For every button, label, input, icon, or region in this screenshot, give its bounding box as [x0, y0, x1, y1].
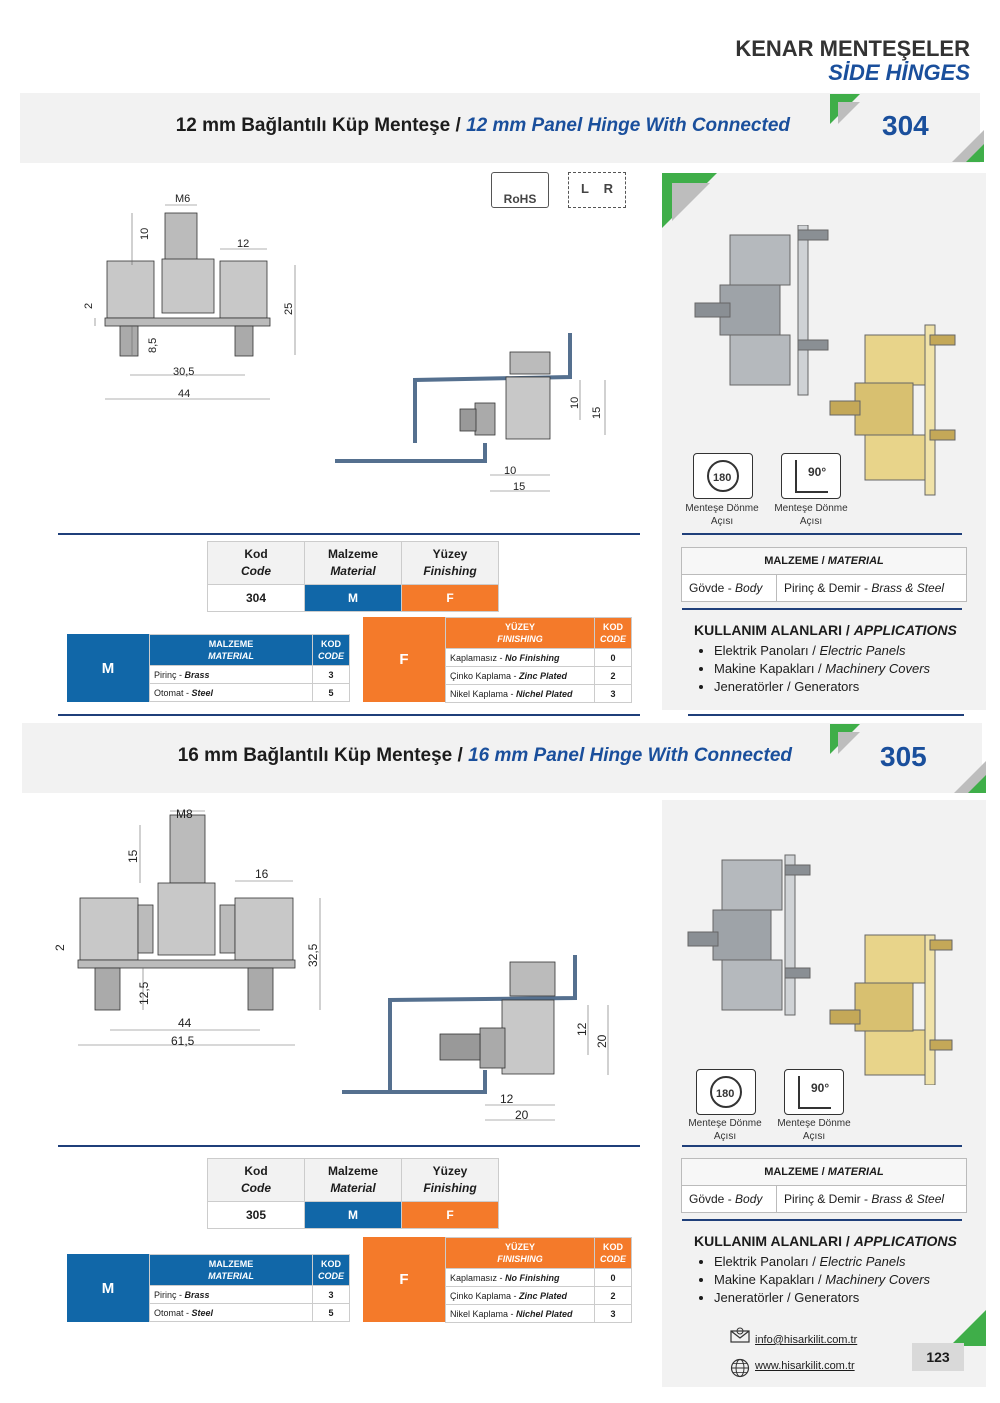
dim-label: 12,5 — [137, 981, 151, 1005]
icon-caption: Menteşe Dönme Açısı — [688, 1118, 762, 1142]
product-bar-304: 12 mm Bağlantılı Küp Menteşe / 12 mm Pan… — [20, 93, 980, 163]
rotation-180-icon: 180 — [693, 453, 753, 499]
email-link[interactable]: info@hisarkilit.com.tr — [755, 1334, 858, 1346]
dim-label: 12 — [575, 1022, 589, 1036]
application-item: Elektrik Panoları / Electric Panels — [714, 642, 957, 660]
product-bar-305: 16 mm Bağlantılı Küp Menteşe / 16 mm Pan… — [22, 723, 982, 793]
section-title: KENAR MENTEŞELER SİDE HİNGES — [735, 36, 970, 86]
material-table: MALZEME / MATERIAL Gövde - Body Pirinç &… — [681, 1158, 967, 1213]
icon-caption: Menteşe Dönme Açısı — [685, 503, 759, 527]
dim-label: 2 — [83, 303, 95, 309]
finishing-letter: F — [363, 617, 445, 702]
product-photo — [687, 854, 953, 1085]
lr-badge: L R — [568, 172, 626, 208]
green-corner — [966, 144, 984, 162]
divider — [682, 533, 962, 535]
rotation-180-icon: 180 — [696, 1069, 756, 1115]
dim-label: 15 — [591, 407, 603, 419]
dim-label: 2 — [53, 944, 67, 951]
divider — [688, 714, 964, 716]
website-link[interactable]: www.hisarkilit.com.tr — [755, 1360, 855, 1372]
divider — [58, 1145, 640, 1147]
gray-corner — [672, 183, 710, 221]
application-item: Jeneratörler / Generators — [714, 678, 957, 696]
material-letter: M — [67, 1254, 149, 1322]
dim-label: 16 — [255, 867, 269, 881]
dim-label: 25 — [283, 303, 295, 315]
application-item: Makine Kapakları / Machinery Covers — [714, 1271, 957, 1289]
application-item: Jeneratörler / Generators — [714, 1289, 957, 1307]
finishing-letter: F — [363, 1237, 445, 1322]
divider — [682, 1219, 962, 1221]
dim-label: M8 — [176, 807, 193, 821]
section-title-en: SİDE HİNGES — [828, 60, 970, 85]
dim-label: 30,5 — [173, 366, 194, 378]
green-corner — [950, 1310, 986, 1346]
application-item: Elektrik Panoları / Electric Panels — [714, 1253, 957, 1271]
angle-90-icon: 90° — [781, 453, 841, 499]
product-code: 305 — [880, 741, 927, 772]
applications: KULLANIM ALANLARI / APPLICATIONS Elektri… — [694, 622, 957, 696]
technical-drawing-side: 10 15 10 15 — [335, 333, 606, 493]
application-item: Makine Kapakları / Machinery Covers — [714, 660, 957, 678]
dim-label: 10 — [504, 465, 516, 477]
icon-caption: Menteşe Dönme Açısı — [777, 1118, 851, 1142]
page-number: 123 — [912, 1343, 964, 1371]
icon-caption: Menteşe Dönme Açısı — [774, 503, 848, 527]
section-title-tr: KENAR MENTEŞELER — [735, 36, 970, 61]
svg-text:90°: 90° — [811, 1081, 829, 1095]
applications: KULLANIM ALANLARI / APPLICATIONS Elektri… — [694, 1233, 957, 1307]
dim-label: 20 — [515, 1108, 529, 1122]
divider — [58, 714, 640, 716]
svg-text:90°: 90° — [808, 465, 826, 479]
technical-drawing-front: M8 15 16 32,5 2 12,5 44 61,5 — [53, 807, 321, 1048]
material-letter: M — [67, 634, 149, 702]
gray-corner — [838, 732, 860, 754]
divider — [58, 533, 640, 535]
dim-label: 61,5 — [171, 1034, 195, 1048]
angle-90-icon: 90° — [784, 1069, 844, 1115]
dim-label: 12 — [237, 238, 249, 250]
svg-text:180: 180 — [713, 472, 731, 484]
dim-label: 10 — [569, 397, 581, 409]
dim-label: 44 — [178, 1016, 192, 1030]
divider — [682, 608, 962, 610]
product-title: 12 mm Bağlantılı Küp Menteşe / 12 mm Pan… — [175, 115, 790, 136]
dim-label: 32,5 — [306, 943, 320, 967]
dim-label: M6 — [175, 193, 190, 205]
mail-icon — [730, 1327, 750, 1343]
technical-drawing-side: 12 20 12 20 — [342, 955, 609, 1122]
dim-label: 20 — [595, 1034, 609, 1048]
dim-label: 12 — [500, 1092, 514, 1106]
globe-icon — [730, 1358, 750, 1378]
gray-corner — [838, 102, 860, 124]
rohs-badge: RoHS — [491, 172, 549, 208]
dim-label: 44 — [178, 388, 190, 400]
product-title: 16 mm Bağlantılı Küp Menteşe / 16 mm Pan… — [177, 745, 792, 766]
dim-label: 15 — [513, 481, 525, 493]
dim-label: 8,5 — [147, 338, 159, 353]
green-corner — [968, 775, 986, 793]
product-code: 304 — [882, 110, 929, 141]
dim-label: 10 — [139, 228, 151, 240]
product-photo — [694, 225, 956, 496]
divider — [682, 1145, 962, 1147]
svg-text:180: 180 — [716, 1088, 734, 1100]
material-table: MALZEME / MATERIAL Gövde - Body Pirinç &… — [681, 547, 967, 602]
dim-label: 15 — [126, 849, 140, 863]
technical-drawing-front: M6 10 12 25 2 8,5 30,5 44 — [83, 193, 296, 400]
